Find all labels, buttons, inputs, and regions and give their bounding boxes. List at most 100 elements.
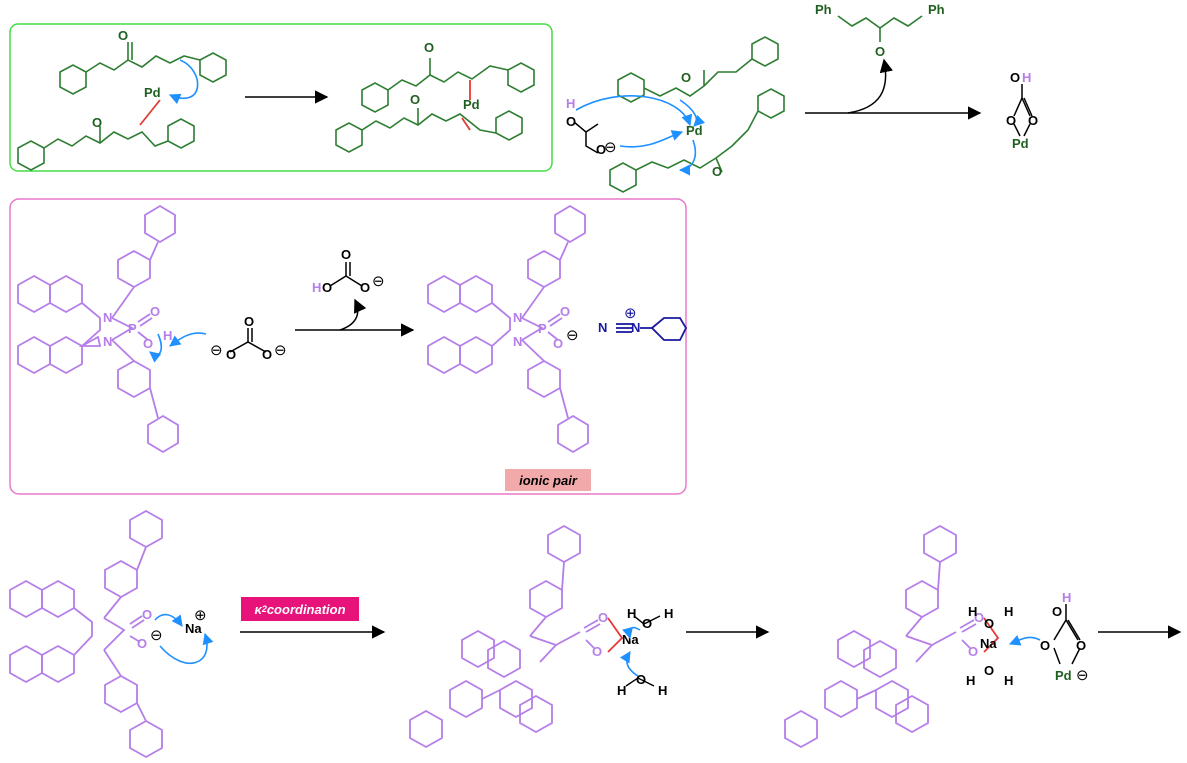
electron-arrow-8 xyxy=(154,613,183,627)
bicarbonate-product xyxy=(329,262,363,287)
o-label-10: O xyxy=(322,280,332,295)
release-arrow-2 xyxy=(339,298,367,331)
o-label-13: O xyxy=(553,336,563,351)
green-box xyxy=(9,23,553,172)
plus-sign-2: ⊕ xyxy=(194,607,207,624)
na-o-bonds-2 xyxy=(983,617,1000,653)
minus-2: ⊖ xyxy=(274,342,287,359)
n2-label: N xyxy=(631,320,640,335)
o-label-4: O xyxy=(1006,113,1016,128)
charge-minus: ⊖ xyxy=(604,139,617,156)
h-label-2: H xyxy=(1022,70,1031,85)
o-label-15: O xyxy=(137,636,147,651)
electron-arrow-4 xyxy=(678,139,697,176)
phosphoramide-anion xyxy=(427,204,589,454)
ph-left-label: Ph xyxy=(815,2,832,17)
minus-6: ⊖ xyxy=(1076,667,1089,684)
minus-3: ⊖ xyxy=(372,273,385,290)
o-label-12: O xyxy=(560,304,570,319)
h-label-9: H xyxy=(968,604,977,619)
h-label-11: H xyxy=(966,673,975,688)
o-label-18: O xyxy=(642,616,652,631)
na-pd-complex xyxy=(784,524,977,749)
electron-arrow-6 xyxy=(169,332,207,347)
o-label: O xyxy=(566,114,576,129)
h-label-8: H xyxy=(658,683,667,698)
coordination-text: coordination xyxy=(266,601,346,617)
h-label-12: H xyxy=(1004,673,1013,688)
na-label-2: Na xyxy=(622,632,639,647)
o-label-6: O xyxy=(244,314,254,329)
ionic-pair-tag: ionic pair xyxy=(505,469,591,491)
o-label-p2: O xyxy=(143,336,153,351)
o-label-24: O xyxy=(1052,604,1062,619)
phosphoramide-na xyxy=(9,509,163,759)
na-label-3: Na xyxy=(980,636,997,651)
water-bonds-2 xyxy=(625,677,655,687)
ketone-o-label-4: O xyxy=(410,92,420,107)
minus-5: ⊖ xyxy=(150,627,163,644)
o-label-25: O xyxy=(1040,638,1050,653)
n-label-3: N xyxy=(513,310,522,325)
pd-label-5: Pd xyxy=(1055,668,1072,683)
o-label-9: O xyxy=(341,247,351,262)
pd-alkene-bond-3 xyxy=(461,117,471,131)
o-label-17: O xyxy=(592,644,602,659)
o-label-14: O xyxy=(142,607,152,622)
electron-arrow-11 xyxy=(619,651,639,677)
water-bonds-1 xyxy=(633,615,661,625)
pd-dba-complex-right xyxy=(335,58,535,153)
o-label-8: O xyxy=(262,347,272,362)
minus-1: ⊖ xyxy=(210,342,223,359)
kappa2-na-complex xyxy=(409,524,601,749)
pd-label: Pd xyxy=(144,85,161,100)
ph-right-label: Ph xyxy=(928,2,945,17)
ketone-o-product: O xyxy=(875,44,885,59)
kappa-superscript: 2 xyxy=(261,604,267,614)
o-label-11: O xyxy=(360,280,370,295)
h-label-5: H xyxy=(627,606,636,621)
electron-arrow-7 xyxy=(149,333,162,363)
diazonium xyxy=(616,317,688,341)
h-label-10: H xyxy=(1004,604,1013,619)
electron-arrow-12 xyxy=(1008,635,1041,646)
h-label: H xyxy=(566,96,575,111)
minus-4: ⊖ xyxy=(566,327,579,344)
pd-dba2-complex xyxy=(609,36,785,193)
ketone-o-label-6: O xyxy=(681,70,691,85)
o-label-21: O xyxy=(968,644,978,659)
pd-alkene-bond xyxy=(139,99,161,126)
binaphthyl-acid xyxy=(17,204,179,454)
p-label-2: P xyxy=(538,321,547,336)
dba-product xyxy=(837,15,923,42)
h-label-3: H xyxy=(163,328,172,343)
o-label-p: O xyxy=(150,304,160,319)
ionic-pair-text: ionic pair xyxy=(519,472,577,488)
o-label-5: O xyxy=(1028,113,1038,128)
electron-arrow-10 xyxy=(622,626,641,640)
ketone-o-label-5: O xyxy=(712,164,722,179)
p-label: P xyxy=(128,321,137,336)
bicarbonate-left xyxy=(573,121,599,154)
release-arrow xyxy=(847,58,893,114)
carbonate-dianion xyxy=(229,328,267,353)
h-label-13: H xyxy=(1062,590,1071,605)
electron-arrow-5 xyxy=(679,99,706,127)
n-label-4: N xyxy=(513,334,522,349)
o-label-7: O xyxy=(226,347,236,362)
h-label-6: H xyxy=(664,606,673,621)
pd-label-4: Pd xyxy=(1012,136,1029,151)
electron-arrow xyxy=(168,59,199,105)
o-label-2: O xyxy=(596,142,606,157)
ketone-o-label-2: O xyxy=(92,115,102,130)
pd-label-2: Pd xyxy=(463,97,480,112)
o-label-3: O xyxy=(1010,70,1020,85)
electron-arrow-9 xyxy=(159,632,214,664)
o-label-26: O xyxy=(1076,638,1086,653)
na-label: Na xyxy=(185,621,202,636)
kappa-symbol: κ xyxy=(254,601,262,617)
o-label-23: O xyxy=(984,663,994,678)
pink-box xyxy=(9,198,687,495)
